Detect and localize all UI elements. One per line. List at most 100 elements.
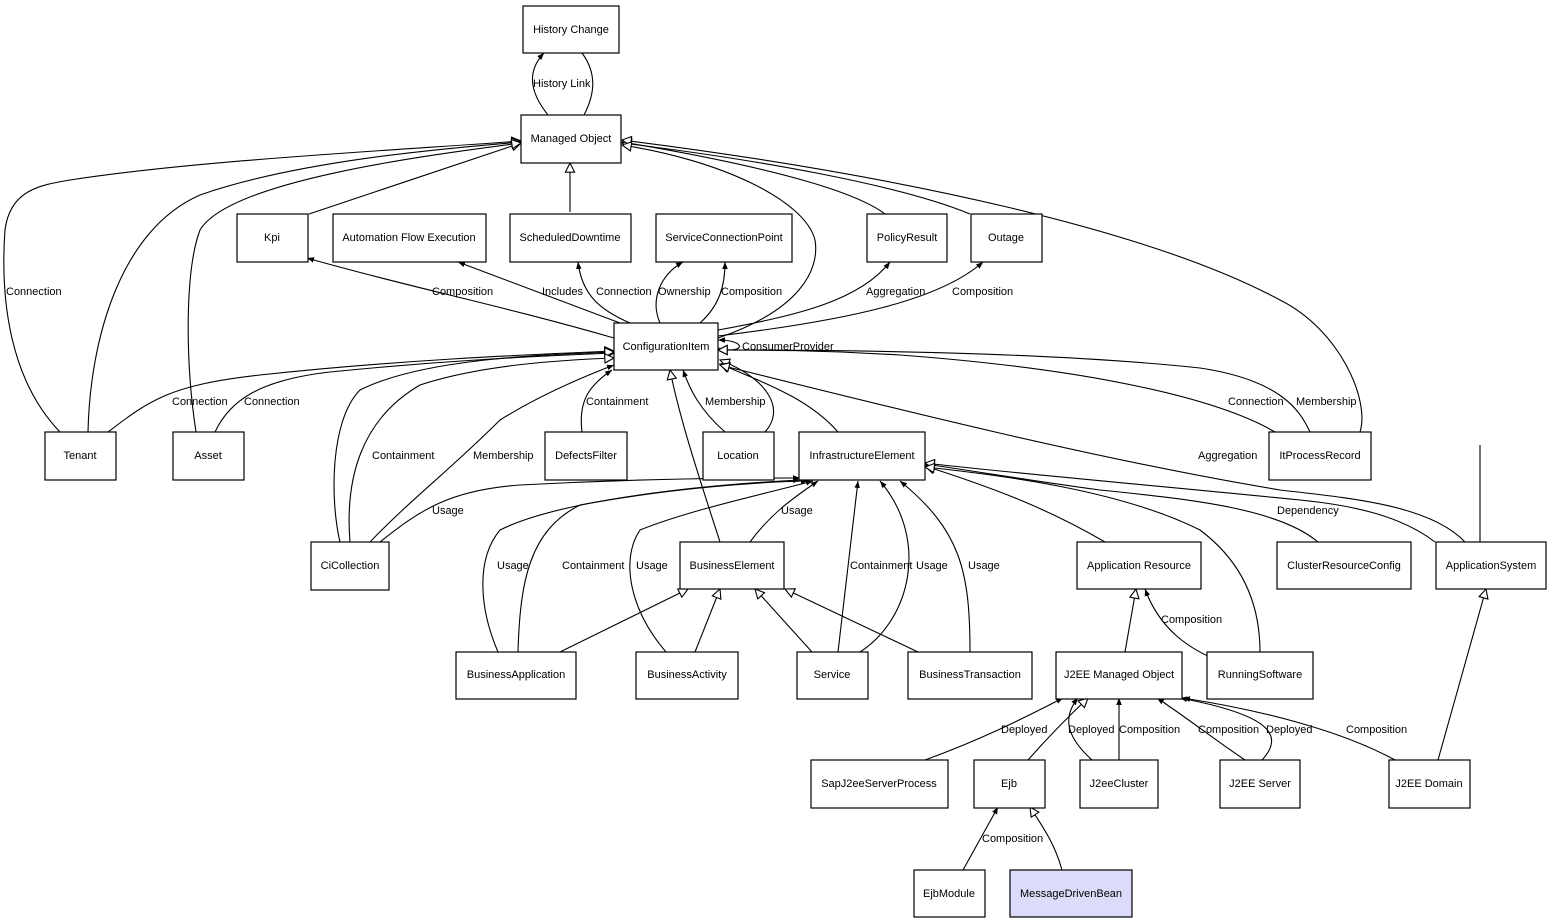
label-cicoll-ie-usage: Usage: [432, 505, 464, 517]
label-ci-afe-includes: Includes: [542, 286, 583, 298]
node-ci-collection[interactable]: CiCollection: [310, 541, 390, 591]
node-sap-j2ee-server-process[interactable]: SapJ2eeServerProcess: [810, 759, 949, 809]
label-itpr-ci-connection: Connection: [1228, 396, 1284, 408]
label-cluster-jmo-composition: Composition: [1119, 724, 1180, 736]
node-message-driven-bean[interactable]: MessageDrivenBean: [1009, 869, 1133, 918]
node-j2ee-managed-object[interactable]: J2EE Managed Object: [1055, 651, 1183, 700]
label-ci-kpi-composition: Composition: [432, 286, 493, 298]
edge-history-link: [531, 52, 594, 116]
label-defects-ci-containment: Containment: [586, 396, 648, 408]
node-j2ee-domain-label: J2EE Domain: [1395, 778, 1462, 790]
node-application-system[interactable]: ApplicationSystem: [1435, 541, 1547, 590]
label-asset-ci-connection: Connection: [244, 396, 300, 408]
label-ci-scp-composition: Composition: [721, 286, 782, 298]
node-history-change[interactable]: History Change: [522, 5, 620, 54]
label-ba-ie-usage: Usage: [497, 560, 529, 572]
node-configuration-item-label: ConfigurationItem: [623, 341, 710, 353]
edge-into-infrastructure: [379, 463, 1436, 653]
edge-ci-relations: [306, 257, 984, 351]
node-cluster-resource-config[interactable]: ClusterResourceConfig: [1276, 541, 1412, 590]
label-ci-self-consumer-provider: ConsumerProvider: [742, 341, 834, 353]
node-j2ee-server-label: J2EE Server: [1229, 778, 1291, 790]
node-automation-flow-execution[interactable]: Automation Flow Execution: [332, 213, 487, 263]
label-cluster-ie-dependency: Dependency: [1277, 505, 1339, 517]
label-rs-ar-composition: Composition: [1161, 614, 1222, 626]
node-tenant[interactable]: Tenant: [44, 431, 117, 481]
label-cicoll-ci-membership: Membership: [473, 450, 534, 462]
node-managed-object-label: Managed Object: [531, 133, 612, 145]
edge-into-ci: [107, 350, 1466, 543]
label-module-ejb-composition: Composition: [982, 833, 1043, 845]
label-ci-scp-ownership: Ownership: [658, 286, 711, 298]
node-running-software-label: RunningSoftware: [1218, 669, 1302, 681]
node-asset[interactable]: Asset: [172, 431, 245, 481]
node-j2ee-cluster-label: J2eeCluster: [1090, 778, 1149, 790]
node-location[interactable]: Location: [702, 431, 775, 481]
label-server-jmo-composition: Composition: [1198, 724, 1259, 736]
node-j2ee-cluster[interactable]: J2eeCluster: [1079, 759, 1159, 809]
node-it-process-record[interactable]: ItProcessRecord: [1268, 431, 1372, 481]
label-bt-ie-usage: Usage: [968, 560, 1000, 572]
node-business-element[interactable]: BusinessElement: [679, 541, 785, 590]
label-cluster-jmo-deployed: Deployed: [1068, 724, 1114, 736]
node-running-software[interactable]: RunningSoftware: [1206, 651, 1314, 700]
edge-labels: History Link Connection Composition Incl…: [6, 78, 1407, 845]
label-ci-sd-connection: Connection: [596, 286, 652, 298]
label-history-link: History Link: [533, 78, 591, 90]
node-business-element-label: BusinessElement: [690, 560, 775, 572]
node-defects-filter[interactable]: DefectsFilter: [544, 431, 628, 481]
node-ejb-module-label: EjbModule: [923, 888, 975, 900]
node-business-application[interactable]: BusinessApplication: [455, 651, 577, 700]
label-svc-ie-containment: Containment: [850, 560, 912, 572]
label-tenant-ci-connection: Connection: [172, 396, 228, 408]
node-application-resource[interactable]: Application Resource: [1076, 541, 1202, 590]
node-automation-flow-execution-label: Automation Flow Execution: [342, 232, 475, 244]
label-server-jmo-deployed: Deployed: [1266, 724, 1312, 736]
node-outage[interactable]: Outage: [970, 213, 1043, 263]
label-svc-ie-usage: Usage: [916, 560, 948, 572]
node-service[interactable]: Service: [796, 651, 869, 700]
node-service-connection-point[interactable]: ServiceConnectionPoint: [655, 213, 793, 263]
node-scheduled-downtime-label: ScheduledDowntime: [520, 232, 621, 244]
label-location-ci-membership: Membership: [705, 396, 766, 408]
node-configuration-item[interactable]: ConfigurationItem: [613, 322, 719, 371]
node-message-driven-bean-label: MessageDrivenBean: [1020, 888, 1122, 900]
node-policy-result[interactable]: PolicyResult: [866, 213, 948, 263]
label-bact-ie-usage: Usage: [636, 560, 668, 572]
label-cicoll-ci-containment: Containment: [372, 450, 434, 462]
node-service-connection-point-label: ServiceConnectionPoint: [665, 232, 782, 244]
label-ci-outage-composition: Composition: [952, 286, 1013, 298]
node-business-application-label: BusinessApplication: [467, 669, 565, 681]
label-appsys-ci-aggregation: Aggregation: [1198, 450, 1257, 462]
label-itpr-ci-membership: Membership: [1296, 396, 1357, 408]
node-ejb[interactable]: Ejb: [973, 759, 1046, 809]
node-defects-filter-label: DefectsFilter: [555, 450, 617, 462]
node-service-label: Service: [814, 669, 851, 681]
node-location-label: Location: [717, 450, 759, 462]
label-ci-policy-aggregation: Aggregation: [866, 286, 925, 298]
node-managed-object[interactable]: Managed Object: [520, 114, 622, 164]
node-j2ee-domain[interactable]: J2EE Domain: [1388, 759, 1471, 809]
label-sap-jmo-deployed: Deployed: [1001, 724, 1047, 736]
node-j2ee-server[interactable]: J2EE Server: [1219, 759, 1301, 809]
label-be-ie-usage: Usage: [781, 505, 813, 517]
node-it-process-record-label: ItProcessRecord: [1279, 450, 1360, 462]
node-application-system-label: ApplicationSystem: [1446, 560, 1537, 572]
node-cluster-resource-config-label: ClusterResourceConfig: [1287, 560, 1401, 572]
node-business-transaction[interactable]: BusinessTransaction: [907, 651, 1033, 700]
label-ba-ie-containment: Containment: [562, 560, 624, 572]
node-sap-j2ee-server-process-label: SapJ2eeServerProcess: [821, 778, 937, 790]
node-ejb-module[interactable]: EjbModule: [913, 869, 986, 918]
node-application-resource-label: Application Resource: [1087, 560, 1191, 572]
edge-into-business-element: [559, 589, 919, 653]
node-asset-label: Asset: [194, 450, 222, 462]
node-outage-label: Outage: [988, 232, 1024, 244]
node-scheduled-downtime[interactable]: ScheduledDowntime: [509, 213, 632, 263]
node-policy-result-label: PolicyResult: [877, 232, 938, 244]
node-infrastructure-element[interactable]: InfrastructureElement: [798, 431, 926, 481]
nodes: History Change Managed Object Kpi Automa…: [44, 5, 1547, 918]
node-infrastructure-element-label: InfrastructureElement: [809, 450, 914, 462]
node-kpi[interactable]: Kpi: [236, 213, 309, 263]
node-business-activity[interactable]: BusinessActivity: [635, 651, 739, 700]
